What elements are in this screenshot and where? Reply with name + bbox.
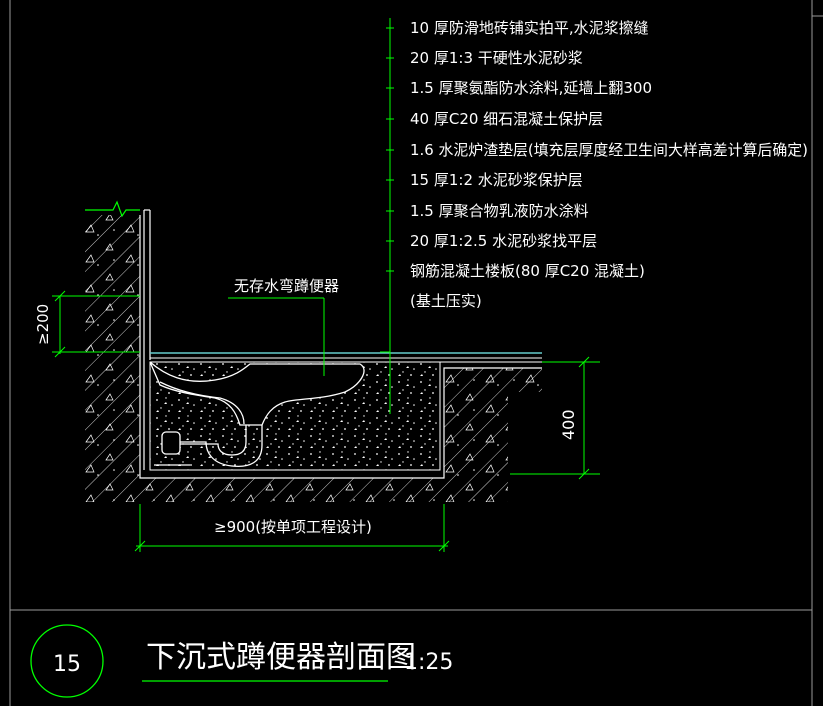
drawing-scale: 1:25 — [404, 650, 453, 675]
structure-hatch — [85, 215, 542, 502]
layer-text: 1.6 水泥炉渣垫层(填充层厚度经卫生间大样高差计算后确定) — [410, 141, 808, 159]
dim-left-label: ≥200 — [34, 304, 52, 345]
drawing-frame — [9, 0, 823, 706]
drawing-title: 下沉式蹲便器剖面图 — [146, 640, 416, 675]
dimension-lines — [52, 290, 600, 552]
layer-callouts: 10 厚防滑地砖铺实拍平,水泥浆擦缝 20 厚1:3 干硬性水泥砂浆 1.5 厚… — [410, 19, 808, 310]
layer-text: (基土压实) — [410, 292, 482, 310]
callout-circle — [30, 624, 104, 698]
layer-text: 1.5 厚聚氨酯防水涂料,延墙上翻300 — [410, 79, 652, 97]
fixture-label: 无存水弯蹲便器 — [234, 277, 339, 295]
layer-text: 20 厚1:2.5 水泥砂浆找平层 — [410, 232, 597, 250]
title-block: 15 下沉式蹲便器剖面图 1:25 — [30, 624, 453, 698]
layer-text: 10 厚防滑地砖铺实拍平,水泥浆擦缝 — [410, 19, 649, 37]
floor-finish — [150, 352, 542, 363]
slab-outline — [139, 215, 542, 479]
break-line — [85, 200, 140, 218]
dim-right-label: 400 — [559, 409, 578, 440]
leader-ticks — [386, 27, 394, 272]
layer-text: 20 厚1:3 干硬性水泥砂浆 — [410, 49, 583, 67]
squat-toilet — [149, 361, 365, 468]
wall-finish — [143, 209, 151, 470]
layer-text: 钢筋混凝土楼板(80 厚C20 混凝土) — [410, 262, 645, 280]
drawing-number: 15 — [53, 652, 81, 677]
layer-text: 15 厚1:2 水泥砂浆保护层 — [410, 171, 583, 189]
leader-lines — [228, 18, 391, 414]
layer-text: 1.5 厚聚合物乳液防水涂料 — [410, 202, 589, 220]
layer-text: 40 厚C20 细石混凝土保护层 — [410, 110, 603, 128]
dim-bottom-label: ≥900(按单项工程设计) — [214, 518, 372, 536]
